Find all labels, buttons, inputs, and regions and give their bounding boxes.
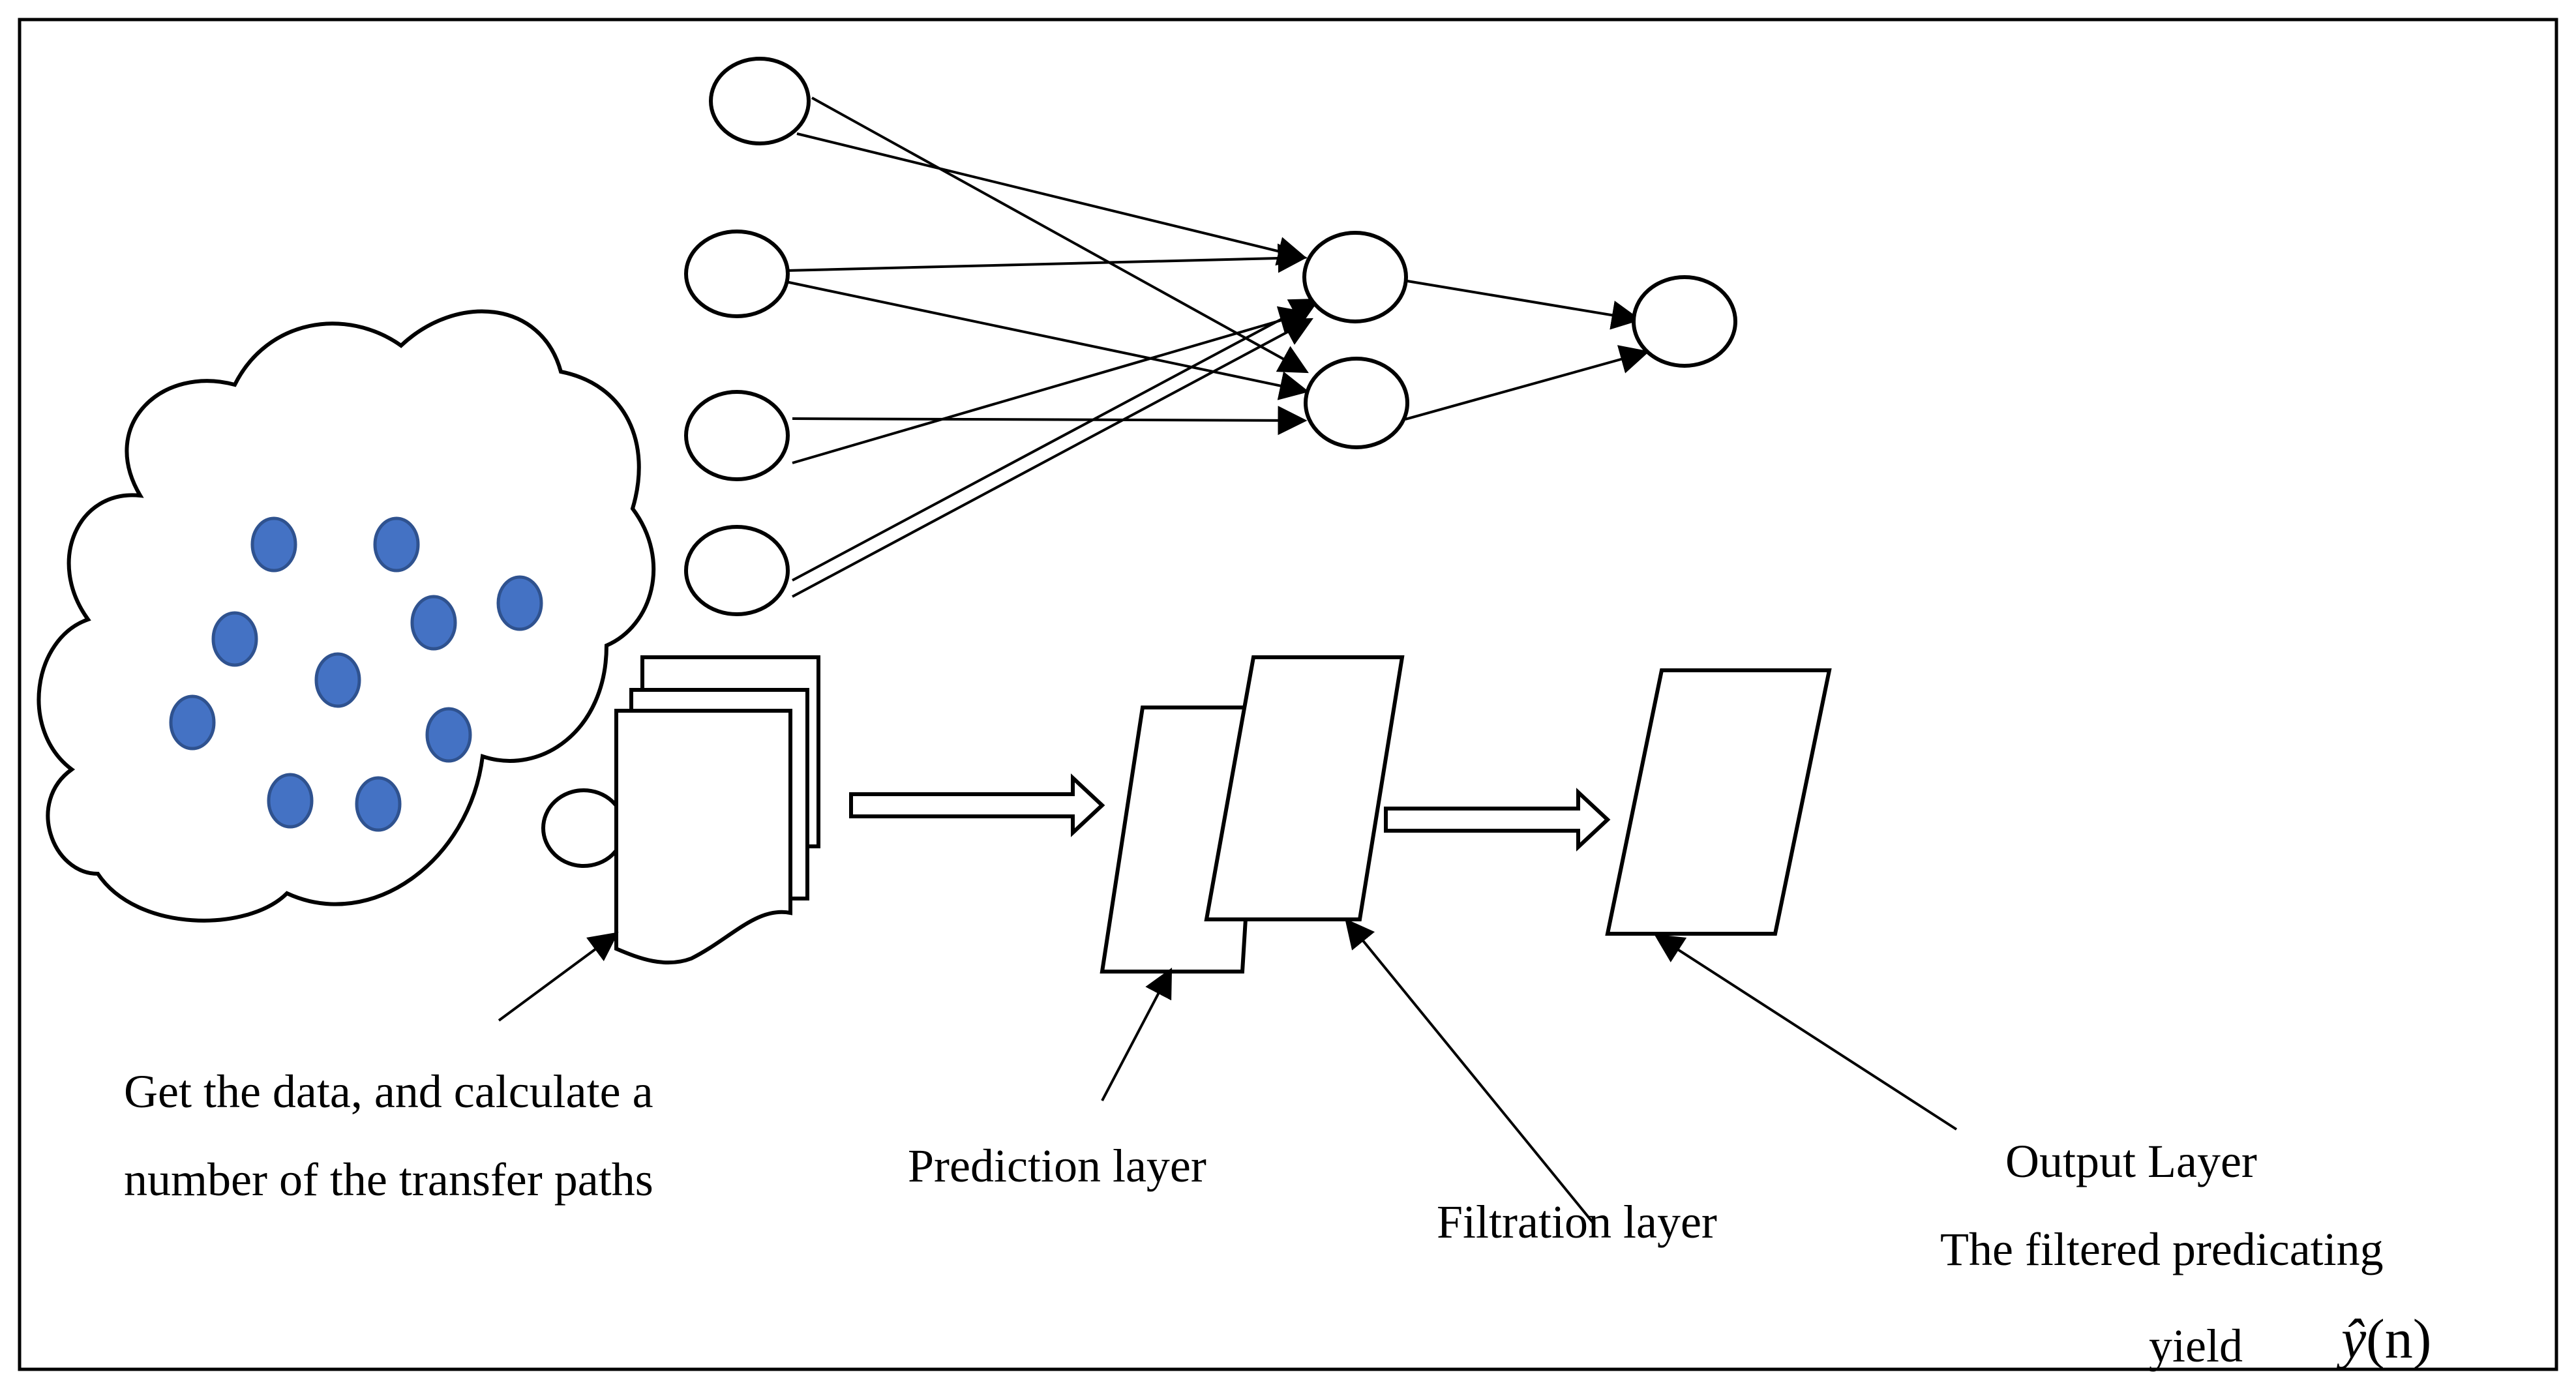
block-arrow-to-prediction bbox=[849, 773, 1105, 837]
output-description: The filtered predicating bbox=[1940, 1223, 2384, 1275]
data-caption-line2: number of the transfer paths bbox=[124, 1153, 653, 1206]
network-edges bbox=[785, 97, 1650, 598]
document-front bbox=[614, 709, 792, 965]
edge-in2-h2 bbox=[785, 280, 1310, 400]
data-cloud bbox=[37, 309, 656, 923]
edge-h2-out bbox=[1405, 345, 1650, 421]
data-caption-line1: Get the data, and calculate a bbox=[124, 1065, 653, 1118]
data-point-dot bbox=[250, 516, 297, 573]
data-point-dot bbox=[314, 652, 361, 708]
formula-argument: (n) bbox=[2366, 1307, 2432, 1370]
cloud-shape bbox=[37, 309, 656, 923]
data-point-dot bbox=[355, 776, 402, 832]
edge-in1-h2 bbox=[811, 97, 1309, 374]
input-node-2 bbox=[684, 230, 790, 318]
pointer-arrow-filtration bbox=[1345, 918, 1596, 1226]
filtration-layer-shape bbox=[1204, 655, 1405, 921]
outer-frame bbox=[18, 18, 2558, 1371]
edge-in3-h1 bbox=[792, 306, 1310, 464]
cloud-bubble-small bbox=[541, 788, 626, 868]
input-node-4 bbox=[684, 525, 790, 616]
output-yield-label: yield bbox=[2149, 1320, 2243, 1372]
data-point-dot bbox=[267, 773, 314, 829]
neural-network bbox=[684, 57, 1737, 616]
y-hat-symbol: ŷ bbox=[2341, 1307, 2367, 1370]
pointer-arrow-prediction bbox=[1101, 968, 1173, 1101]
hidden-node-2 bbox=[1304, 357, 1409, 449]
edge-in1-h1 bbox=[796, 132, 1308, 266]
data-point-dot bbox=[169, 694, 216, 751]
edge-h1-out bbox=[1403, 279, 1641, 330]
block-arrow-to-output bbox=[1384, 788, 1611, 852]
edge-in4-h1a bbox=[792, 298, 1320, 582]
output-node bbox=[1632, 275, 1737, 368]
edge-in4-h1b bbox=[792, 318, 1313, 598]
edge-in3-h2 bbox=[792, 406, 1308, 436]
data-point-dot bbox=[425, 707, 472, 763]
hidden-node-1 bbox=[1302, 231, 1408, 323]
data-point-dot bbox=[496, 575, 543, 631]
output-layer-shape bbox=[1605, 668, 1832, 936]
filtration-layer-label: Filtration layer bbox=[1437, 1196, 1717, 1248]
pointer-arrow-output bbox=[1654, 934, 1958, 1131]
data-point-dot bbox=[211, 611, 258, 667]
input-node-3 bbox=[684, 390, 790, 481]
edge-in2-h1 bbox=[785, 243, 1308, 273]
output-layer-label: Output Layer bbox=[2005, 1135, 2257, 1187]
pointer-arrow-data bbox=[498, 932, 619, 1022]
data-point-dot bbox=[410, 595, 457, 651]
input-node-1 bbox=[709, 57, 811, 145]
output-formula: ŷ(n) bbox=[2341, 1311, 2431, 1367]
prediction-layer-label: Prediction layer bbox=[908, 1140, 1206, 1192]
document-stack bbox=[614, 655, 820, 965]
data-point-dot bbox=[373, 516, 420, 573]
